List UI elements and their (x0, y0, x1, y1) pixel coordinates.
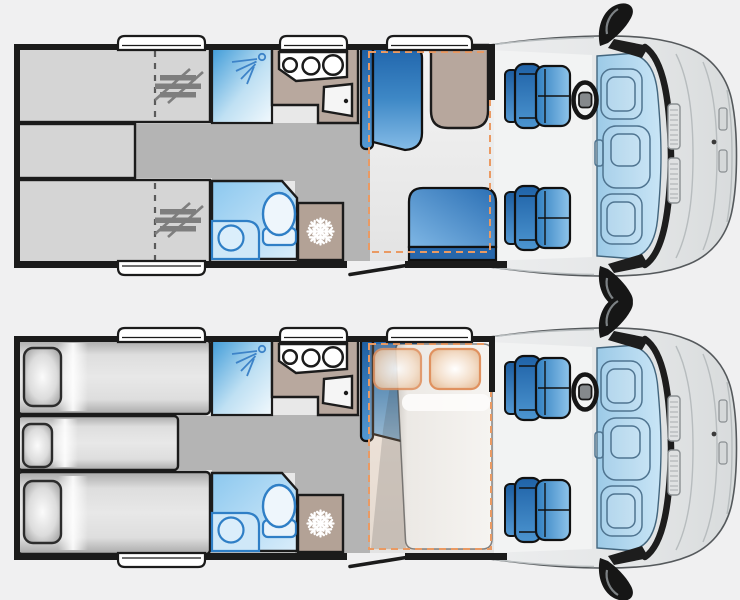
rear-single-bed-2 (16, 414, 180, 472)
rear-bed-bases (16, 46, 212, 265)
pillow (428, 347, 482, 391)
floorplan-night (14, 295, 737, 600)
drop-down-bed-lowered (368, 343, 493, 550)
pillow (22, 479, 63, 545)
rear-single-bed-3 (16, 470, 212, 556)
pillow (22, 346, 63, 408)
rear-single-bed-1 (16, 338, 212, 416)
pillow (372, 347, 423, 391)
dinette-side-bench (407, 186, 498, 262)
bed-shadow (371, 348, 406, 549)
duvet-fold (402, 394, 490, 411)
drop-down-bed-outline (368, 343, 492, 550)
pillow (21, 422, 54, 469)
rear-bed-base-middle (16, 122, 137, 180)
dinette-table (429, 43, 490, 130)
corridor (178, 415, 370, 553)
drop-down-bed-outline (368, 51, 491, 253)
rear-single-beds (16, 338, 212, 556)
floorplan-day (14, 3, 737, 308)
